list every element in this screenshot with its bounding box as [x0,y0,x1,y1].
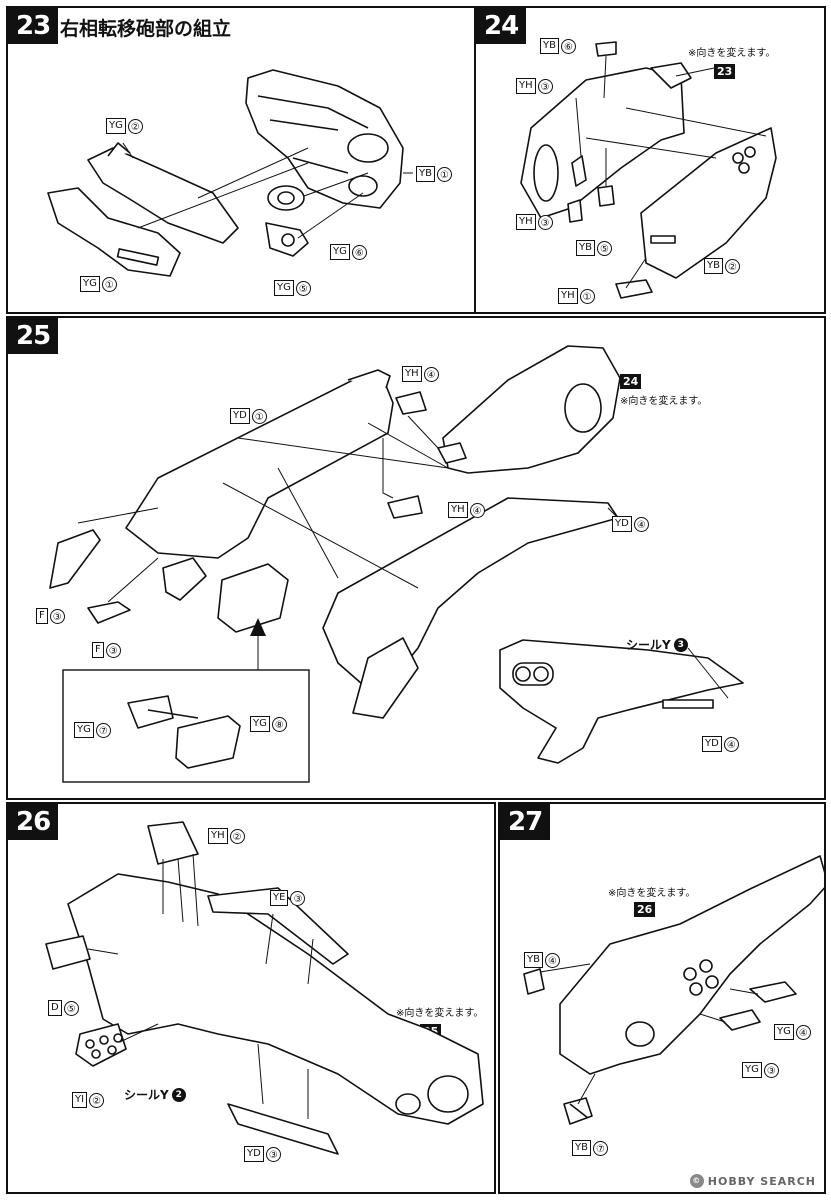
orientation-note: ※向きを変えます。 [688,48,776,59]
step-23-illustration [47,69,413,277]
step-26-illustration [45,821,484,1155]
seal-number-badge: 2 [171,1087,186,1102]
step-24-illustration [520,41,777,299]
watermark: ©HOBBY SEARCH [689,1174,816,1188]
orientation-note: ※向きを変えます。 [608,888,696,899]
seal-number-badge: 3 [673,637,688,652]
reference-step: 23 [714,64,736,79]
step-number: 26 [8,804,59,840]
step-number: 23 [8,8,59,44]
step-25-illustration [49,345,744,783]
step-title: 右相転移砲部の組立 [60,18,232,40]
watermark-logo-icon: © [689,1174,704,1188]
orientation-note: ※向きを変えます。 [620,396,708,407]
step-26-panel: 26 ※向きを変えます。 25 YH② YE③ D⑤ YI② YD③ [6,802,496,1194]
step-number: 25 [8,318,59,354]
step-number: 27 [500,804,551,840]
step-27-illustration [523,855,824,1125]
orientation-note: ※向きを変えます。 [396,1008,484,1019]
step-25-panel: 25 24 ※向きを変えます。 [6,316,826,800]
step-number: 24 [476,8,527,44]
reference-step: 26 [634,902,656,917]
reference-step: 24 [620,374,642,389]
